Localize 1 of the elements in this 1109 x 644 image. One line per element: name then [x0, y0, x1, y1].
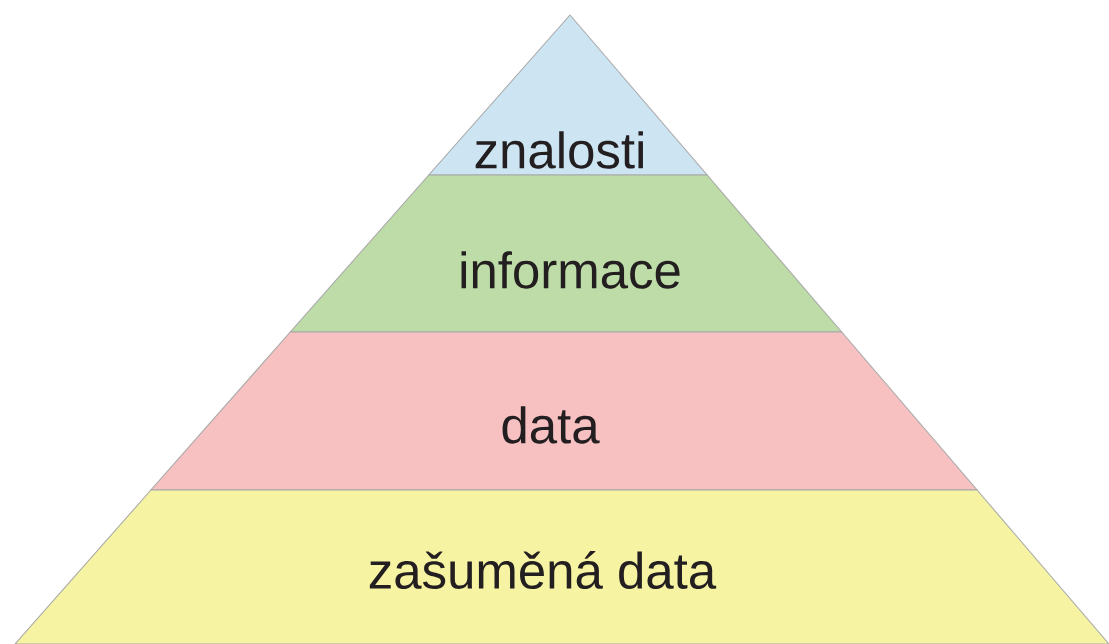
pyramid-band: informace	[289, 174, 843, 333]
